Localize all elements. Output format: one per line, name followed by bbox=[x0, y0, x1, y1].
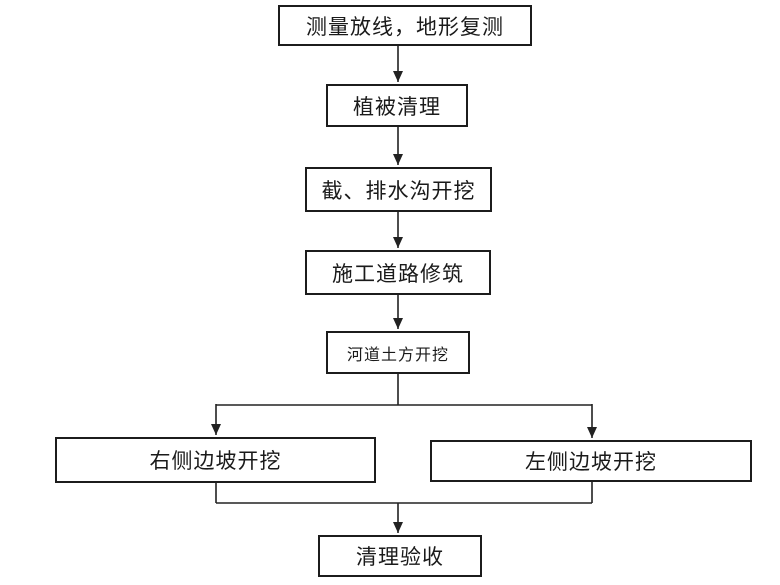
flow-node-left-slope: 左侧边坡开挖 bbox=[430, 440, 752, 482]
flow-node-road-label: 施工道路修筑 bbox=[332, 262, 464, 286]
flow-node-channel-label: 河道土方开挖 bbox=[346, 346, 449, 364]
flow-node-ditch-label: 截、排水沟开挖 bbox=[321, 179, 476, 203]
flow-node-acceptance-label: 清理验收 bbox=[356, 546, 444, 569]
flow-node-vegetation-label: 植被清理 bbox=[353, 95, 441, 119]
flow-node-left-slope-label: 左侧边坡开挖 bbox=[525, 451, 657, 474]
flow-node-vegetation: 植被清理 bbox=[326, 84, 468, 127]
flow-node-right-slope: 右侧边坡开挖 bbox=[55, 437, 376, 483]
flow-node-survey: 测量放线，地形复测 bbox=[278, 5, 532, 46]
flow-node-survey-label: 测量放线，地形复测 bbox=[306, 15, 504, 39]
flow-node-ditch: 截、排水沟开挖 bbox=[305, 167, 492, 212]
flow-node-right-slope-label: 右侧边坡开挖 bbox=[149, 450, 282, 473]
flow-node-acceptance: 清理验收 bbox=[318, 535, 482, 577]
flow-node-road: 施工道路修筑 bbox=[305, 250, 491, 295]
flow-node-channel: 河道土方开挖 bbox=[326, 331, 470, 374]
